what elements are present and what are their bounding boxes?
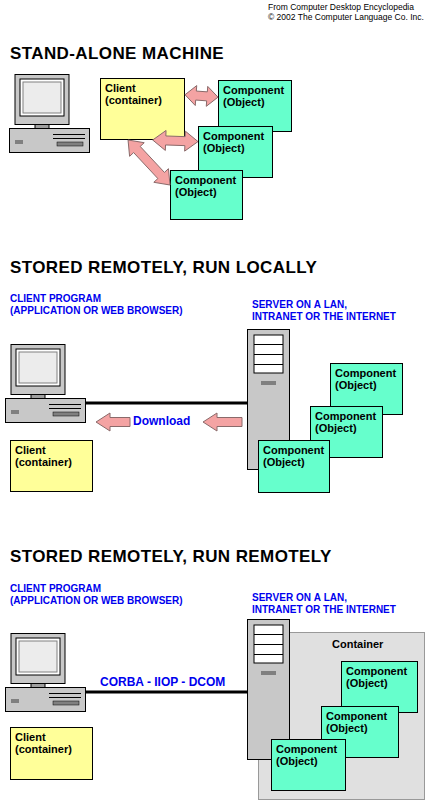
- box-label: Client (container): [11, 441, 92, 468]
- section-heading: STAND-ALONE MACHINE: [10, 44, 224, 64]
- transfer-label: Download: [133, 414, 190, 428]
- network-line: [86, 402, 248, 405]
- box-label: Component (Object): [311, 407, 382, 434]
- box-label: Component (Object): [272, 740, 345, 767]
- component-box: Component (Object): [170, 170, 243, 220]
- box-label: Client (container): [101, 79, 184, 106]
- client-caption: (APPLICATION OR WEB BROWSER): [10, 595, 183, 607]
- server-caption: SERVER ON A LAN, INTRANET OR THE INTERNE…: [252, 299, 398, 323]
- box-label: Component (Object): [331, 364, 402, 391]
- section-heading: STORED REMOTELY, RUN LOCALLY: [10, 258, 317, 278]
- box-label: Component (Object): [322, 707, 398, 734]
- box-label: Component (Object): [199, 127, 272, 154]
- box-label: Component (Object): [219, 81, 291, 108]
- protocol-label: CORBA - IIOP - DCOM: [100, 675, 225, 689]
- network-line: [86, 691, 248, 694]
- section-heading: STORED REMOTELY, RUN REMOTELY: [10, 547, 332, 567]
- client-box: Client (container): [10, 440, 93, 492]
- client-box: Client (container): [100, 78, 185, 140]
- component-box: Component (Object): [218, 80, 292, 132]
- box-label: Client (container): [11, 728, 92, 755]
- component-box: Component (Object): [258, 440, 330, 493]
- component-box: Component (Object): [271, 739, 346, 791]
- credit-line: From Computer Desktop Encyclopedia: [268, 2, 414, 12]
- block-arrow: [128, 140, 170, 185]
- download-arrow: [96, 413, 130, 431]
- box-label: Component (Object): [342, 662, 417, 689]
- client-caption: CLIENT PROGRAM: [10, 293, 101, 305]
- client-box: Client (container): [10, 727, 93, 780]
- block-arrow: [185, 86, 218, 107]
- computer-icon: [6, 634, 86, 712]
- client-caption: (APPLICATION OR WEB BROWSER): [10, 305, 183, 317]
- client-caption: CLIENT PROGRAM: [10, 583, 101, 595]
- box-label: Component (Object): [259, 441, 329, 468]
- computer-icon: [10, 75, 90, 153]
- credit-line: © 2002 The Computer Language Co. Inc.: [268, 12, 424, 22]
- computer-icon: [6, 345, 86, 423]
- server-caption: SERVER ON A LAN, INTRANET OR THE INTERNE…: [252, 592, 398, 616]
- box-label: Component (Object): [171, 171, 242, 198]
- download-arrow: [203, 413, 242, 431]
